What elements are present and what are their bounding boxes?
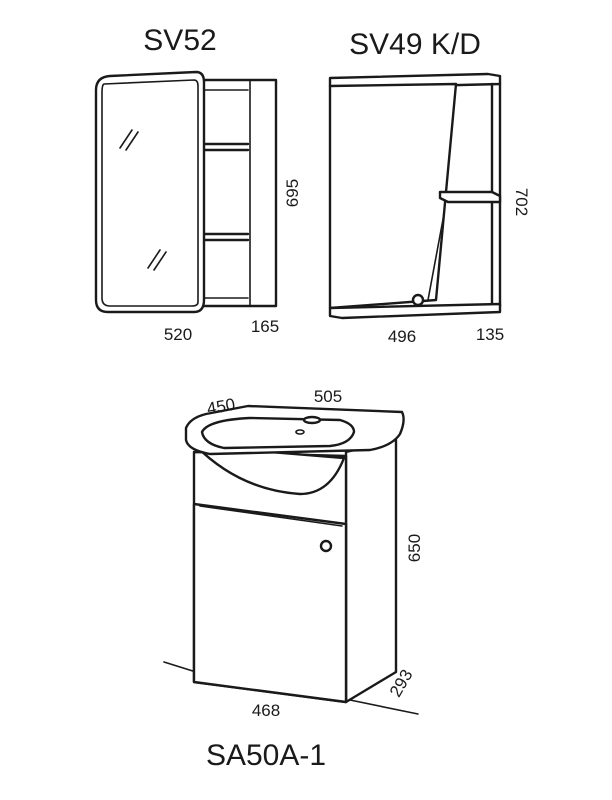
sa50-sink-depth-label: 450	[205, 395, 236, 419]
sa50-basin-bowl	[194, 444, 346, 496]
sv52-shelf-lower	[202, 232, 250, 242]
sv52-mirror-glare-bottom	[147, 249, 167, 271]
sa50-model-label: SA50A-1	[206, 739, 326, 772]
sa50-tap-hole-icon	[302, 415, 322, 425]
sv49-model-label: SV49 K/D	[349, 28, 481, 61]
sv49-height-label: 702	[512, 188, 531, 216]
sv49-depth-label: 135	[476, 325, 504, 344]
sv49-bottom-shelf	[328, 302, 502, 320]
sv52-model-label: SV52	[143, 24, 216, 57]
sv49-middle-shelf	[438, 190, 502, 204]
sv49-mirror-panel	[328, 82, 458, 310]
sa50-sink-width-label: 505	[314, 387, 342, 406]
floor-line-right	[349, 699, 419, 715]
floor-line-left	[163, 661, 197, 673]
sa50-drain-icon	[295, 429, 305, 435]
sv52-height-label: 695	[283, 179, 302, 207]
sv49-switch-icon	[411, 293, 425, 307]
sv52-cabinet-body	[198, 78, 278, 308]
sv52-mirror-edge	[101, 79, 199, 307]
sa50-side-panel	[344, 438, 398, 704]
sa50-door-top-edge	[199, 505, 343, 527]
sv49-width-label: 496	[388, 327, 416, 346]
sa50-basin-opening	[200, 416, 356, 450]
sv52-shelf-upper	[202, 142, 250, 152]
sv52-depth-label: 165	[251, 317, 279, 336]
sa50-door	[192, 502, 348, 704]
sa50-height-label: 650	[405, 534, 424, 562]
sv49-mirror-edge	[427, 83, 457, 301]
sa50-door-knob-icon	[319, 539, 333, 553]
sv52-width-label: 520	[164, 325, 192, 344]
sv52-mirror-glare-top	[119, 129, 139, 151]
sv52-drawing	[94, 70, 278, 314]
sa50-drawing	[163, 404, 419, 715]
sv52-mirror-door	[94, 70, 206, 314]
sa50-width-label: 468	[252, 701, 280, 720]
sv49-drawing	[328, 72, 502, 320]
